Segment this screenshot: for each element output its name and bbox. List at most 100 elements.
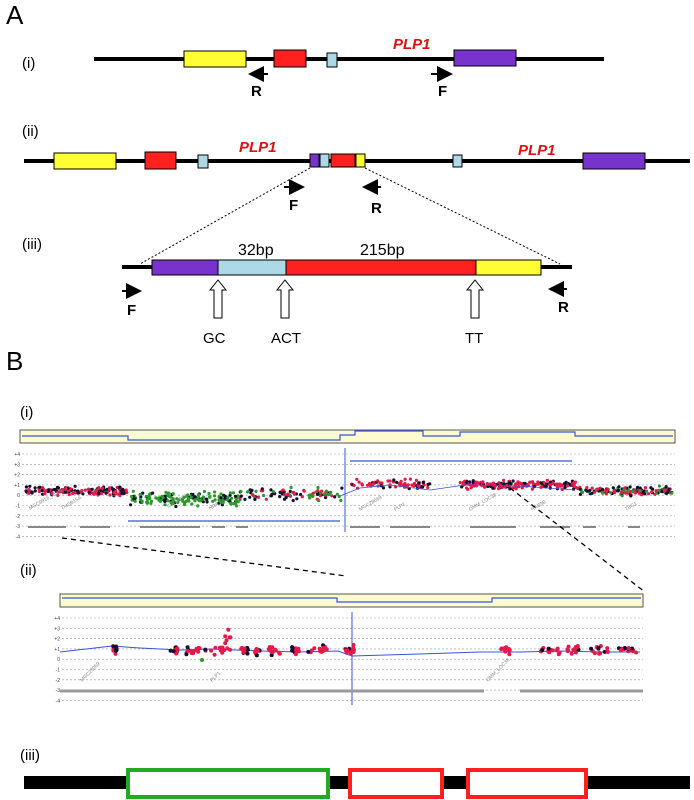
probe-dot [185,649,190,653]
lightblue-segment [217,259,287,276]
probe-dot [251,493,255,497]
yellow-segment [53,152,117,170]
probe-dot [290,648,295,653]
probe-dot [278,490,282,494]
probe-dot [308,496,312,500]
y-tick-label: -2 [56,678,61,684]
probe-dot [193,495,197,499]
probe-dot [498,483,502,487]
probe-dot [316,489,320,493]
probe-dot [388,479,392,483]
red-segment [273,49,307,68]
probe-dot [317,499,321,503]
probe-dot [213,498,217,502]
probe-dot [634,650,639,655]
length-32bp-label: 32bp [238,242,274,259]
probe-dot [302,488,306,492]
primer-f-label: F [127,302,136,319]
probe-dot [663,489,667,493]
probe-dot [174,504,178,509]
purple-segment [309,153,320,168]
probe-dot [90,487,94,491]
probe-dot [231,491,235,495]
probe-dot [555,648,559,653]
probe-dot [564,480,568,484]
probe-dot [76,491,81,495]
probe-dot [649,486,653,490]
probe-dot [360,483,364,487]
probe-dot [352,483,356,488]
probe-dot [316,485,320,490]
probe-dot [573,650,578,655]
probe-dot [219,496,223,500]
probe-dot [565,648,570,652]
probe-dot [50,491,54,495]
probe-dot [623,486,627,490]
probe-dot [226,627,231,632]
probe-dot [116,492,120,496]
probe-dot [254,653,259,658]
svg-text:TBG1: TBG1 [624,501,638,513]
probe-dot [133,499,137,503]
svg-text:OMM_LOC38: OMM_LOC38 [485,657,511,683]
probe-dot [283,493,287,497]
probe-dot [118,485,122,489]
probe-dot [196,504,200,508]
probe-dot [38,485,42,489]
probe-dot [481,480,485,484]
probe-dot [52,488,56,492]
probe-dot [612,489,616,493]
probe-dot [395,480,399,484]
probe-dot [162,498,166,502]
probe-dot [190,502,194,506]
probe-dot [322,492,326,496]
probe-dot [611,486,615,490]
zoom-line-right [364,167,561,265]
probe-dot [160,494,164,498]
probe-dot [81,492,85,496]
probe-dot [166,493,170,497]
probe-dot [641,490,646,494]
probe-dot [643,486,648,490]
probe-dot [565,484,570,488]
probe-dot [426,482,430,486]
probe-dot [168,648,173,653]
probe-dot [555,482,559,486]
summary-track-line [62,597,641,603]
yellow-segment [183,50,247,68]
probe-dot [365,483,370,487]
probe-dot [543,484,547,489]
probe-dot [269,494,273,498]
probe-dot [198,499,203,503]
zoom-line-left [61,537,347,577]
probe-dot [40,486,45,490]
probe-dot [171,497,175,501]
probe-dot [569,651,574,656]
probe-dot [228,491,232,495]
probe-dot [243,497,247,501]
probe-dot [163,494,167,498]
probe-dot [130,495,134,499]
probe-dot [209,648,214,653]
probe-dot [530,480,535,484]
probe-dot [55,485,60,489]
probe-dot [344,648,348,653]
probe-dot [540,648,545,653]
probe-dot [280,492,284,496]
y-tick-label: 0 [17,493,20,499]
probe-dot [124,488,128,492]
probe-dot [202,489,206,494]
probe-dot [401,483,405,487]
probe-dot [339,498,343,503]
yellow-segment [475,259,542,276]
probe-dot [546,646,551,651]
probe-dot [545,478,549,482]
probe-dot [140,500,144,504]
probe-dot [28,484,32,488]
primer-r-label: R [371,200,382,217]
probe-dot [572,647,577,651]
probe-dot [617,485,621,489]
probe-dot [255,648,260,653]
summary-track-line [22,430,673,441]
probe-dot [466,487,470,491]
